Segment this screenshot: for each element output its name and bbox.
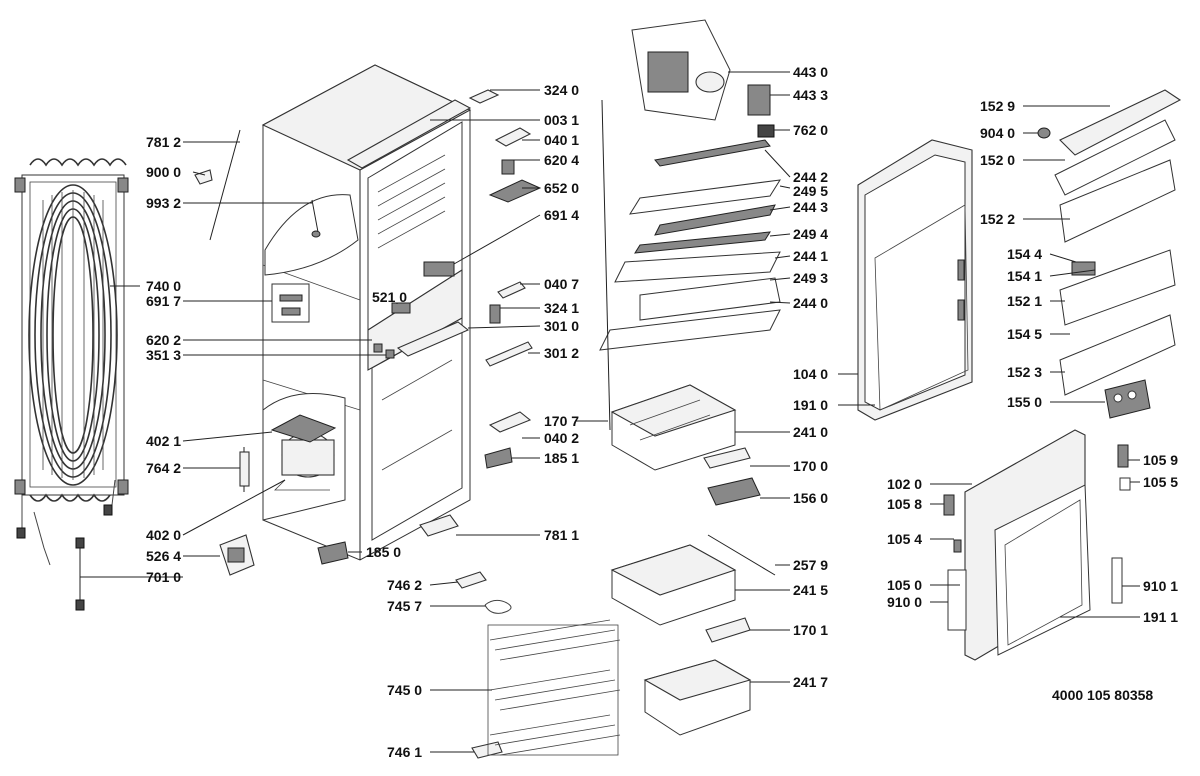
callout-155-0: 155 0: [1007, 394, 1042, 410]
condenser-coil: [14, 158, 129, 566]
callout-040-1: 040 1: [544, 132, 579, 148]
callout-170-1: 170 1: [793, 622, 828, 638]
callout-154-5: 154 5: [1007, 326, 1042, 342]
callout-249-4: 249 4: [793, 226, 828, 242]
callout-764-2: 764 2: [146, 460, 181, 476]
callout-241-5: 241 5: [793, 582, 828, 598]
callout-652-0: 652 0: [544, 180, 579, 196]
callout-249-5: 249 5: [793, 183, 828, 199]
callout-746-1: 746 1: [387, 744, 422, 760]
callout-152-2: 152 2: [980, 211, 1015, 227]
callout-910-1: 910 1: [1143, 578, 1178, 594]
callout-762-0: 762 0: [793, 122, 828, 138]
drain-tube: [75, 537, 85, 611]
callout-152-9: 152 9: [980, 98, 1015, 114]
callout-185-0: 185 0: [366, 544, 401, 560]
callout-241-0: 241 0: [793, 424, 828, 440]
wire-shelves: [487, 619, 621, 756]
callout-105-9: 105 9: [1143, 452, 1178, 468]
callout-156-0: 156 0: [793, 490, 828, 506]
filter-drier: [239, 447, 250, 492]
relay-box: [219, 534, 255, 576]
callout-170-7: 170 7: [544, 413, 579, 429]
callout-105-5: 105 5: [1143, 474, 1178, 490]
callout-701-0: 701 0: [146, 569, 181, 585]
sensor-rod: [209, 129, 241, 241]
callout-402-1: 402 1: [146, 433, 181, 449]
callout-691-4: 691 4: [544, 207, 579, 223]
callout-244-1: 244 1: [793, 248, 828, 264]
callout-244-2: 244 2: [793, 169, 828, 185]
callout-154-1: 154 1: [1007, 268, 1042, 284]
trim-strip: [601, 99, 611, 431]
callout-105-4: 105 4: [887, 531, 922, 547]
compressor: [270, 414, 337, 491]
callout-241-7: 241 7: [793, 674, 828, 690]
glass-shelves: [599, 139, 781, 351]
callout-labels: 781 2 900 0 993 2 740 0 691 7 620 2 351 …: [146, 64, 1178, 760]
callout-745-0: 745 0: [387, 682, 422, 698]
callout-105-8: 105 8: [887, 496, 922, 512]
callout-904-0: 904 0: [980, 125, 1015, 141]
callout-191-1: 191 1: [1143, 609, 1178, 625]
callout-526-4: 526 4: [146, 548, 181, 564]
cable-clip: [194, 169, 213, 185]
callout-443-0: 443 0: [793, 64, 828, 80]
callout-152-0: 152 0: [980, 152, 1015, 168]
hinge-parts: [317, 89, 542, 759]
callout-249-3: 249 3: [793, 270, 828, 286]
callout-301-2: 301 2: [544, 345, 579, 361]
callout-691-7: 691 7: [146, 293, 181, 309]
callout-443-3: 443 3: [793, 87, 828, 103]
callout-746-2: 746 2: [387, 577, 422, 593]
callout-040-7: 040 7: [544, 276, 579, 292]
freezer-drawer-top: [610, 384, 761, 506]
callout-152-3: 152 3: [1007, 364, 1042, 380]
callout-102-0: 102 0: [887, 476, 922, 492]
callout-745-7: 745 7: [387, 598, 422, 614]
callout-105-0: 105 0: [887, 577, 922, 593]
door-shelves: [1037, 89, 1182, 419]
upper-door: [857, 139, 973, 421]
callout-170-0: 170 0: [793, 458, 828, 474]
callout-244-3: 244 3: [793, 199, 828, 215]
document-number: 4000 105 80358: [1052, 687, 1153, 703]
callout-324-1: 324 1: [544, 300, 579, 316]
leader-lines: [80, 71, 1140, 753]
callout-185-1: 185 1: [544, 450, 579, 466]
callout-620-2: 620 2: [146, 332, 181, 348]
callout-900-0: 900 0: [146, 164, 181, 180]
callout-104-0: 104 0: [793, 366, 828, 382]
cabinet-body: [261, 64, 472, 561]
lower-door: [943, 429, 1131, 661]
callout-324-0: 324 0: [544, 82, 579, 98]
callout-740-0: 740 0: [146, 278, 181, 294]
callout-781-2: 781 2: [146, 134, 181, 150]
callout-781-1: 781 1: [544, 527, 579, 543]
callout-402-0: 402 0: [146, 527, 181, 543]
callout-040-2: 040 2: [544, 430, 579, 446]
freezer-drawer-middle: [610, 534, 776, 643]
callout-191-0: 191 0: [793, 397, 828, 413]
callout-351-3: 351 3: [146, 347, 181, 363]
callout-521-0: 521 0: [372, 289, 407, 305]
callout-154-4: 154 4: [1007, 246, 1042, 262]
callout-620-4: 620 4: [544, 152, 579, 168]
callout-003-1: 003 1: [544, 112, 579, 128]
callout-910-0: 910 0: [887, 594, 922, 610]
light-assembly: [631, 19, 775, 138]
callout-301-0: 301 0: [544, 318, 579, 334]
callout-244-0: 244 0: [793, 295, 828, 311]
callout-993-2: 993 2: [146, 195, 181, 211]
callout-257-9: 257 9: [793, 557, 828, 573]
callout-152-1: 152 1: [1007, 293, 1042, 309]
freezer-drawer-bottom: [643, 659, 752, 736]
